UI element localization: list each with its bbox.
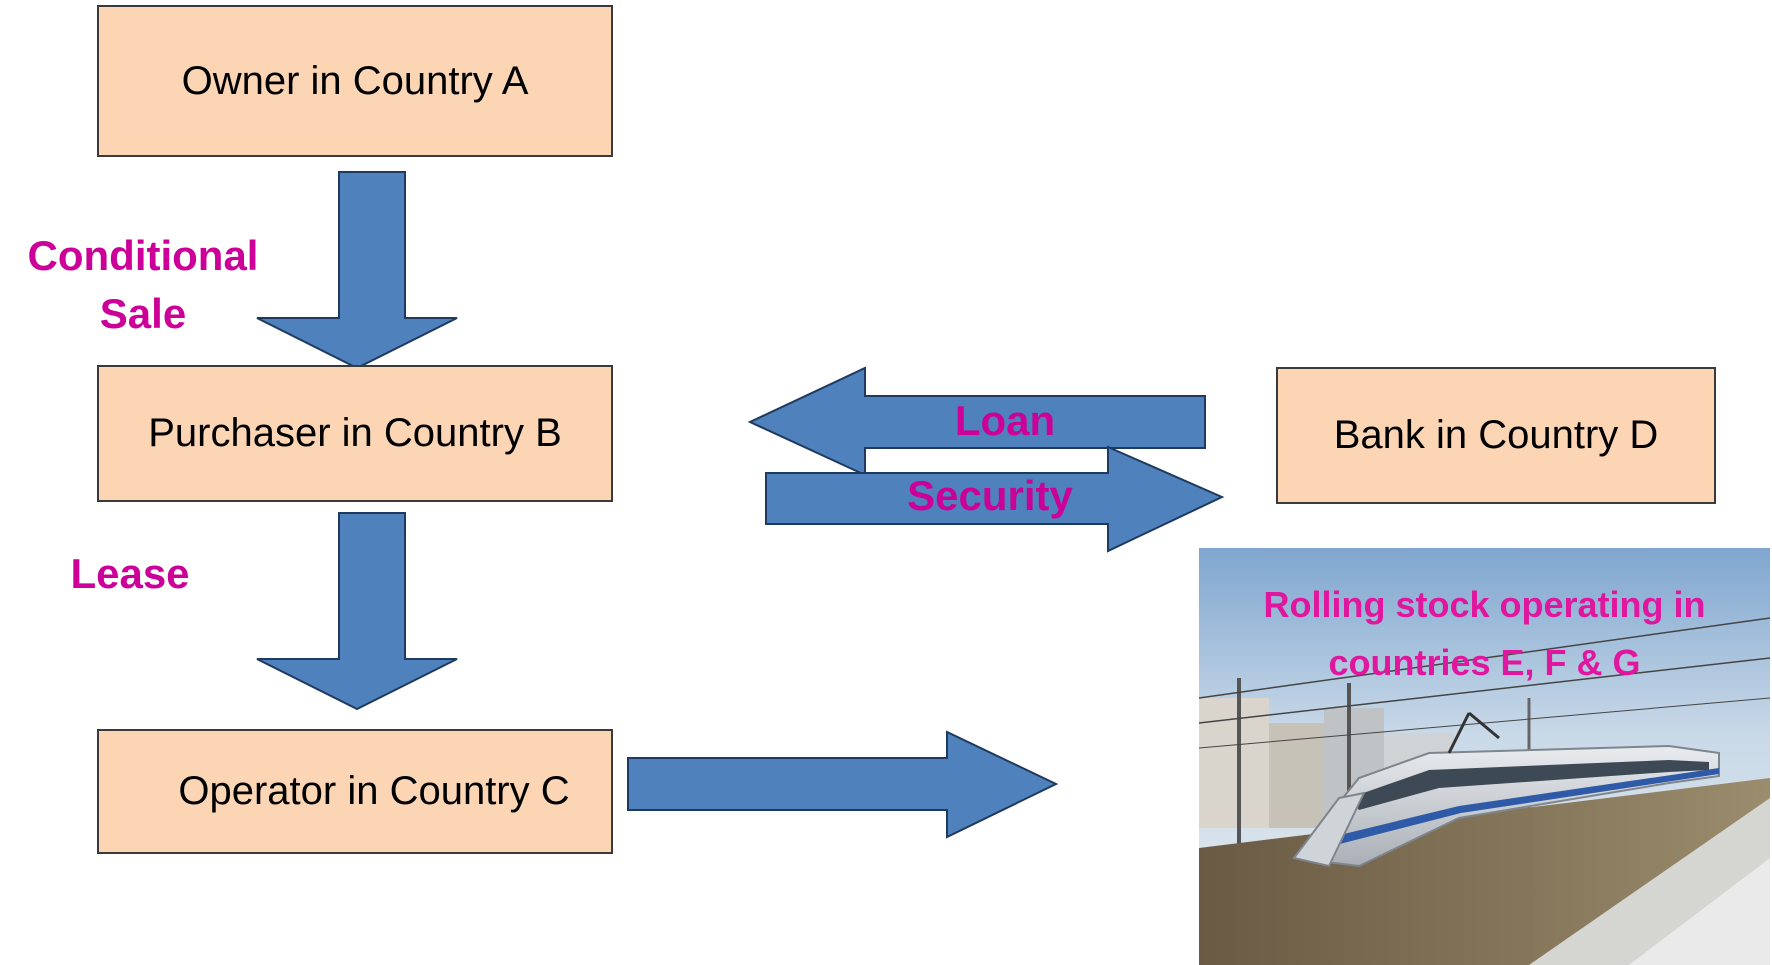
owner-box: Owner in Country A bbox=[97, 5, 613, 157]
bank-box: Bank in Country D bbox=[1276, 367, 1716, 504]
bank-box-label: Bank in Country D bbox=[1333, 413, 1659, 457]
operator-box: Operator in Country C bbox=[97, 729, 613, 854]
lease-label: Lease bbox=[70, 550, 190, 597]
purchaser-box-label: Purchaser in Country B bbox=[148, 411, 562, 455]
train-illustration bbox=[1199, 548, 1770, 965]
purchaser-box: Purchaser in Country B bbox=[97, 365, 613, 502]
security-label: Security bbox=[907, 472, 1073, 519]
loan-arrow bbox=[747, 366, 1206, 477]
owner-box-label: Owner in Country A bbox=[181, 58, 529, 103]
conditional-sale-arrow bbox=[256, 171, 458, 370]
photo-caption-line1: Rolling stock operating in bbox=[1263, 584, 1706, 625]
conditional-sale-label-line1: Conditional bbox=[27, 232, 259, 279]
loan-label: Loan bbox=[954, 397, 1056, 444]
conditional-sale-label-line2: Sale bbox=[99, 290, 187, 337]
lease-arrow bbox=[256, 512, 458, 711]
photo-caption-line2: countries E, F & G bbox=[1328, 642, 1641, 683]
photo-caption: Rolling stock operating in countries E, … bbox=[1199, 576, 1770, 692]
security-arrow bbox=[765, 445, 1225, 553]
operating-arrow bbox=[627, 730, 1059, 839]
rolling-stock-photo: Rolling stock operating in countries E, … bbox=[1199, 548, 1770, 965]
operator-box-label: Operator in Country C bbox=[178, 769, 570, 813]
